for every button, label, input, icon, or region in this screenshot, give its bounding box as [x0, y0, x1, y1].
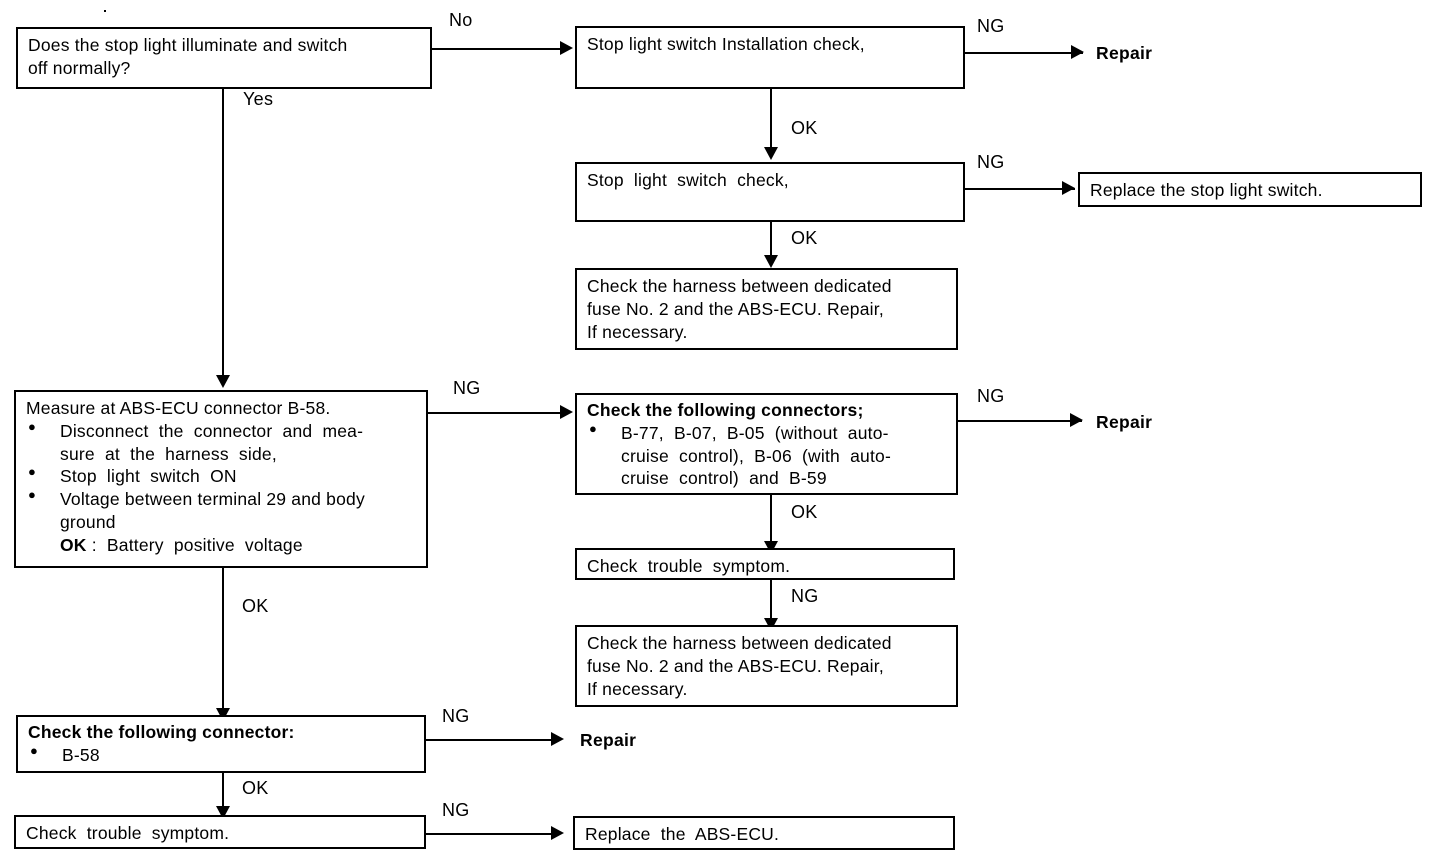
edge-label-yes-top: Yes: [243, 89, 274, 109]
edge-ng2-arrowhead: [1062, 181, 1075, 195]
list-item: Disconnect the connector and mea- sure a…: [26, 419, 418, 466]
scan-speck: [104, 10, 106, 12]
edge-ok2-arrowhead: [764, 255, 778, 268]
node-measure-ok-value: : Battery positive voltage: [86, 534, 303, 555]
edge-label-ng-6: NG: [442, 706, 470, 726]
edge-ng4-arrowhead: [1070, 413, 1083, 427]
edge-ng1-line: [963, 52, 1083, 54]
edge-ng3-arrowhead: [560, 405, 573, 419]
node-replace-abs-ecu-text: Replace the ABS-ECU.: [585, 824, 780, 844]
node-replace-stop-light-switch-text: Replace the stop light switch.: [1090, 180, 1323, 200]
node-measure-ok-label: OK: [60, 534, 87, 555]
node-harness-check-1[interactable]: Check the harness between dedicated fuse…: [575, 268, 958, 350]
node-check-trouble-symptom-left[interactable]: Check trouble symptom.: [14, 815, 426, 849]
edge-ng6-arrowhead: [551, 732, 564, 746]
list-item: B-58: [28, 743, 416, 767]
edge-ok1-line: [770, 89, 772, 149]
edge-ng5-line: [770, 580, 772, 622]
node-replace-stop-light-switch[interactable]: Replace the stop light switch.: [1078, 172, 1422, 207]
node-measure-ok-note: OK : Battery positive voltage: [26, 534, 418, 557]
edge-label-ng-5: NG: [791, 586, 819, 606]
node-check-following-connectors[interactable]: Check the following connectors; B-77, B-…: [575, 393, 958, 495]
edge-ng6-line: [425, 739, 553, 741]
terminal-repair-bottom: Repair: [580, 730, 637, 750]
node-replace-abs-ecu[interactable]: Replace the ABS-ECU.: [573, 816, 955, 850]
node-measure-connector-b58-title: Measure at ABS-ECU connector B-58.: [26, 398, 331, 418]
edge-ok5-line: [222, 773, 224, 809]
edge-ng4-line: [956, 420, 1082, 422]
node-harness-check-2[interactable]: Check the harness between dedicated fuse…: [575, 625, 958, 707]
node-stop-light-switch-installation-check[interactable]: Stop light switch Installation check,: [575, 26, 965, 89]
edge-ok3-line: [222, 568, 224, 710]
edge-label-ok-4: OK: [791, 502, 818, 522]
edge-yes-arrowhead: [216, 375, 230, 388]
node-harness-check-1-text: Check the harness between dedicated fuse…: [587, 276, 892, 342]
node-question-stop-light[interactable]: Does the stop light illuminate and switc…: [16, 27, 432, 89]
edge-label-ng-1: NG: [977, 16, 1005, 36]
edge-label-ng-3: NG: [453, 378, 481, 398]
edge-no-line: [432, 48, 562, 50]
edge-label-ng-7: NG: [442, 800, 470, 820]
edge-label-ng-4: NG: [977, 386, 1005, 406]
node-measure-connector-b58[interactable]: Measure at ABS-ECU connector B-58. Disco…: [14, 390, 428, 568]
edge-yes-line: [222, 89, 224, 377]
edge-ng7-line: [425, 833, 553, 835]
edge-ng1-arrowhead: [1071, 45, 1084, 59]
node-check-following-connector-single[interactable]: Check the following connector: B-58: [16, 715, 426, 773]
node-stop-light-switch-installation-check-text: Stop light switch Installation check,: [587, 34, 865, 54]
edge-no-arrowhead: [560, 41, 573, 55]
terminal-repair-middle: Repair: [1096, 412, 1153, 432]
node-check-following-connector-single-title: Check the following connector:: [28, 722, 295, 742]
node-question-stop-light-text: Does the stop light illuminate and switc…: [28, 35, 348, 78]
edge-ng3-line: [428, 412, 562, 414]
edge-ng7-arrowhead: [551, 826, 564, 840]
edge-ng2-line: [963, 188, 1075, 190]
list-item: Voltage between terminal 29 and body gro…: [26, 487, 418, 534]
edge-ok1-arrowhead: [764, 147, 778, 160]
node-check-trouble-symptom-right[interactable]: Check trouble symptom.: [575, 548, 955, 580]
terminal-repair-top: Repair: [1096, 43, 1153, 63]
edge-label-ok-5: OK: [242, 778, 269, 798]
node-harness-check-2-text: Check the harness between dedicated fuse…: [587, 633, 892, 699]
list-item: Stop light switch ON: [26, 464, 418, 488]
node-check-trouble-symptom-left-text: Check trouble symptom.: [26, 823, 230, 843]
node-check-following-connectors-title: Check the following connectors;: [587, 400, 864, 420]
node-check-trouble-symptom-right-text: Check trouble symptom.: [587, 556, 791, 576]
edge-label-ok-2: OK: [791, 228, 818, 248]
edge-label-ng-2: NG: [977, 152, 1005, 172]
node-check-following-connectors-bullets: B-77, B-07, B-05 (without auto- cruise c…: [587, 421, 948, 490]
node-stop-light-switch-check-text: Stop light switch check,: [587, 170, 789, 190]
node-check-following-connector-single-bullets: B-58: [28, 743, 416, 767]
edge-label-no-top: No: [449, 10, 473, 30]
edge-ok4-line: [770, 495, 772, 545]
list-item: B-77, B-07, B-05 (without auto- cruise c…: [587, 421, 948, 490]
node-stop-light-switch-check[interactable]: Stop light switch check,: [575, 162, 965, 222]
node-measure-connector-b58-bullets: Disconnect the connector and mea- sure a…: [26, 419, 418, 534]
edge-label-ok-3: OK: [242, 596, 269, 616]
edge-ok2-line: [770, 222, 772, 260]
edge-label-ok-1: OK: [791, 118, 818, 138]
